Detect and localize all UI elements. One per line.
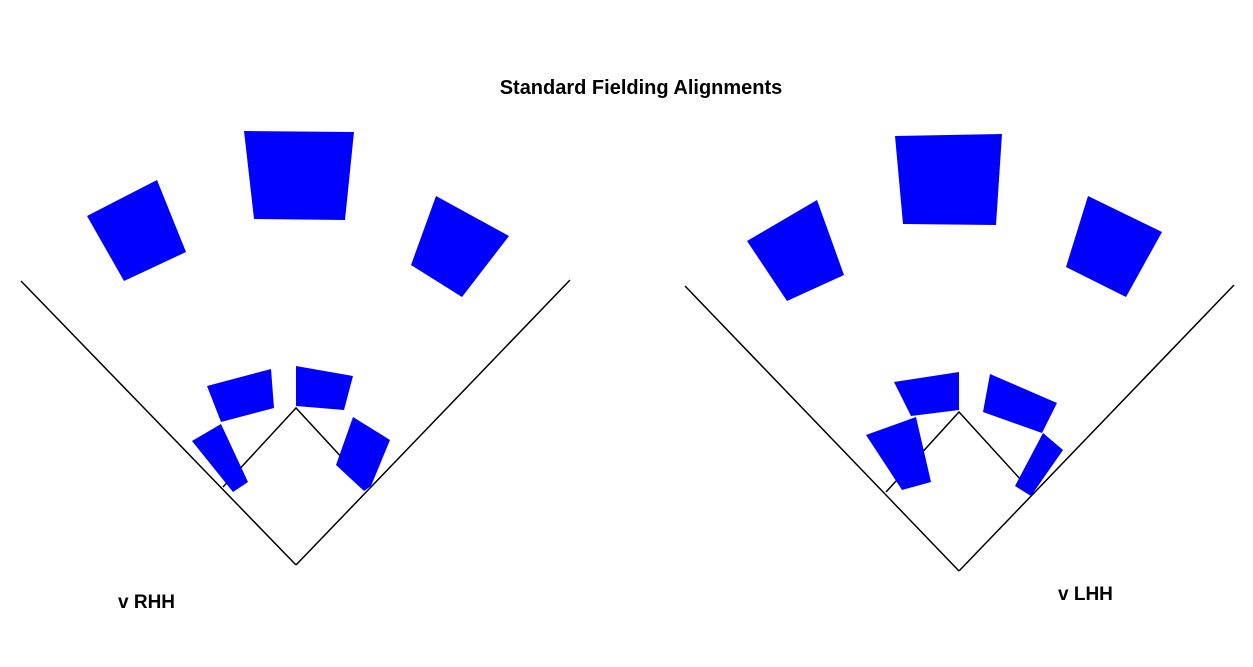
fielder-zones xyxy=(747,134,1162,496)
panel-vs-lhh: v LHH xyxy=(684,134,1235,605)
right-foul-line xyxy=(295,279,571,566)
panel-caption: v LHH xyxy=(1058,584,1113,605)
zone-third-base xyxy=(192,424,248,492)
zone-shortstop xyxy=(894,372,959,416)
zone-center-field xyxy=(244,131,354,220)
zone-shortstop xyxy=(207,369,274,422)
zone-center-field xyxy=(895,134,1002,225)
panel-caption: v RHH xyxy=(118,592,175,613)
zone-right-field xyxy=(1066,196,1162,297)
zone-second-base xyxy=(983,374,1057,433)
zone-first-base xyxy=(336,417,390,491)
fielder-zones xyxy=(87,131,509,492)
zone-second-base xyxy=(296,366,353,410)
zone-right-field xyxy=(411,196,509,297)
right-foul-line xyxy=(958,284,1235,572)
field-lines xyxy=(20,279,571,566)
zone-left-field xyxy=(87,180,186,281)
zone-left-field xyxy=(747,200,844,301)
diagram-title: Standard Fielding Alignments xyxy=(500,77,783,99)
zone-first-base xyxy=(1015,433,1063,496)
left-foul-line xyxy=(20,280,297,566)
left-foul-line xyxy=(684,285,960,572)
panel-vs-rhh: v RHH xyxy=(20,131,571,613)
zone-third-base xyxy=(866,417,931,490)
field-lines xyxy=(684,284,1235,572)
